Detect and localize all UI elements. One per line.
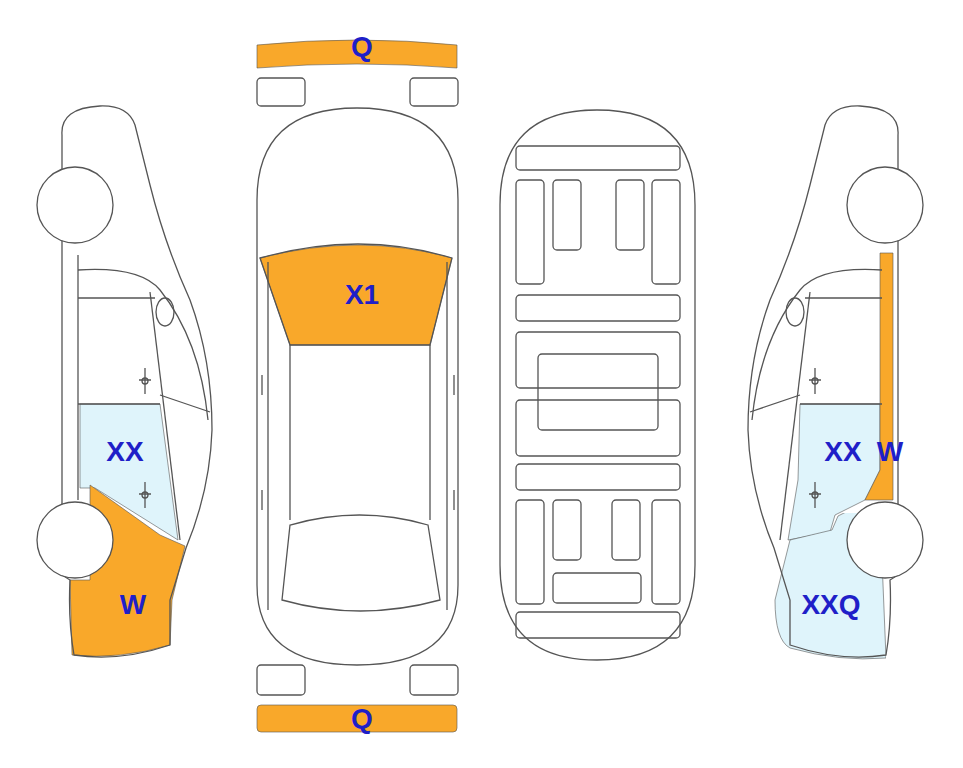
right-rear-quarter: XXQ xyxy=(773,513,886,662)
damage-region-shape xyxy=(260,245,452,345)
damage-region xyxy=(68,483,188,659)
front-bumper: Q xyxy=(255,36,459,70)
top-view xyxy=(257,78,458,695)
damage-code: X1 xyxy=(345,281,379,309)
right-side-view xyxy=(748,106,923,657)
damage-code: Q xyxy=(351,33,373,61)
damage-code: Q xyxy=(351,705,373,733)
underbody-view xyxy=(500,110,695,660)
damage-region-shape xyxy=(70,485,185,656)
damage-region-shape xyxy=(775,513,886,659)
damage-code: XX xyxy=(106,438,143,466)
damage-code: XX xyxy=(824,438,861,466)
left-rear-quarter: W xyxy=(68,483,188,659)
damage-code: XXQ xyxy=(801,591,860,619)
damage-region xyxy=(773,513,886,662)
right-pillar-strip: W xyxy=(863,251,895,503)
damage-code: W xyxy=(120,591,146,619)
windshield: X1 xyxy=(258,236,454,347)
damage-code: W xyxy=(877,438,903,466)
rear-bumper: Q xyxy=(255,703,459,734)
damage-region-shape xyxy=(257,705,457,732)
left-side-view xyxy=(37,106,212,657)
